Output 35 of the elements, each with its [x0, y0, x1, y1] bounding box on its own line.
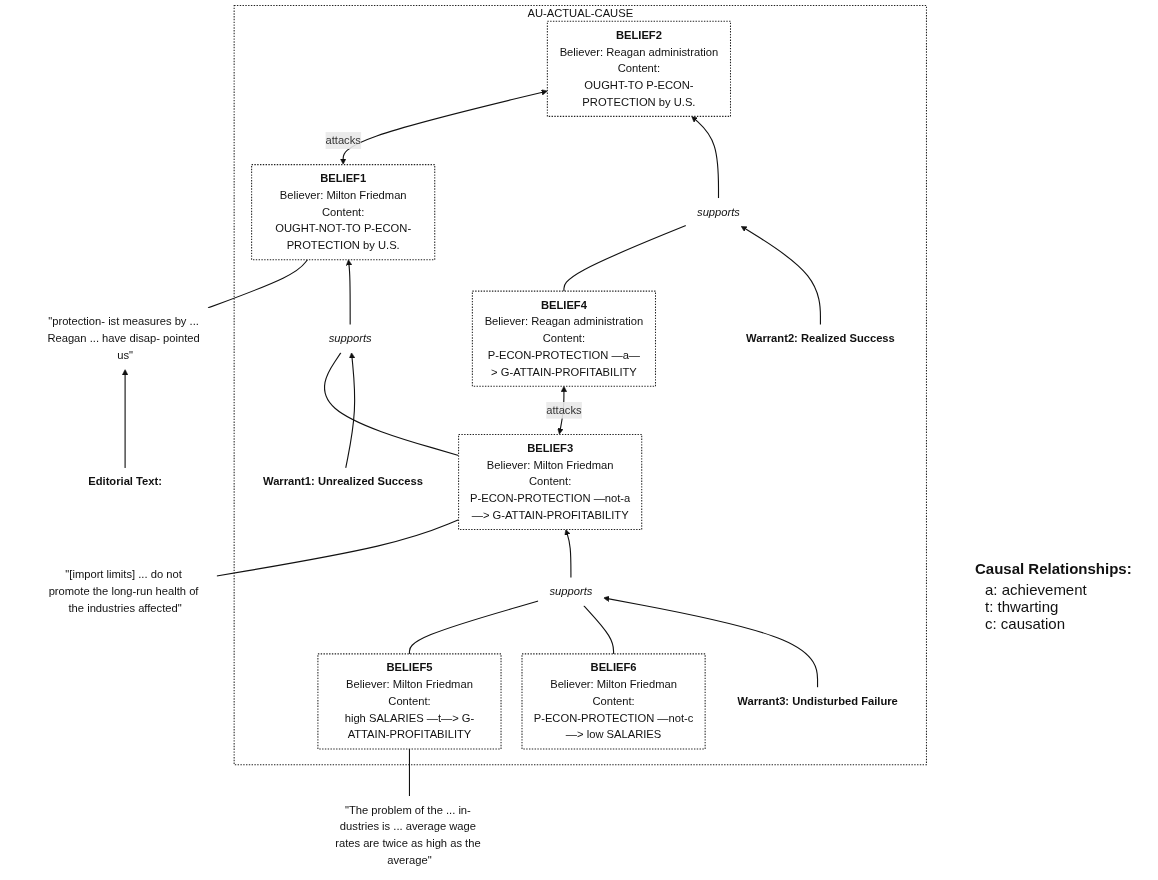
node-text: Warrant2: Realized Success [746, 332, 895, 345]
arrow [740, 225, 821, 326]
arrow [691, 116, 720, 199]
connector [583, 605, 615, 655]
node-box: BELIEF6 Believer: Milton Friedman Content: P-ECON-PROTECTION —not-c—> low SALARIES [521, 653, 706, 750]
node-text: supports [328, 332, 372, 345]
connector [207, 259, 308, 309]
arrow [122, 369, 129, 469]
node-box: BELIEF1 Believer: Milton Friedman Content: OUGHT-NOT-TO P-ECON-PROTECTION by U.S. [251, 164, 436, 261]
node-box: BELIEF2 Believer: Reagan administration Content: OUGHT-TO P-ECON-PROTECTION by U.S. [546, 20, 731, 117]
arrow [346, 259, 353, 326]
legend-entry: t: thwarting [985, 598, 1060, 615]
arrow [603, 595, 819, 688]
edge-label: attacks [546, 404, 582, 416]
legend-entry: c: causation [985, 615, 1067, 632]
node-text: "protection- ist measures by ... Reagan ... have disap- pointed us" [47, 315, 200, 362]
connector [408, 600, 539, 655]
node-text: Editorial Text: [88, 475, 162, 488]
node-text: "The problem of the ... in- dustries is ... average wage rates are twice as high as the average" [335, 803, 481, 867]
legend-entry: a: achievement [985, 581, 1088, 598]
edge-label: attacks [325, 134, 361, 147]
node-text: Warrant1: Unrealized Success [263, 475, 423, 488]
node-box: BELIEF5 Believer: Milton Friedman Content: high SALARIES —t—> G-ATTAIN-PROFITABILITY [317, 653, 502, 750]
node-text: "[import limits] ... do not promote the long-run health of the industries affected" [48, 568, 199, 615]
connector [563, 224, 687, 292]
arrow [345, 352, 356, 469]
node-box: BELIEF3 Believer: Milton Friedman Content: P-ECON-PROTECTION —not-a—> G-ATTAIN-PROFITABILITY [458, 433, 643, 530]
connector [408, 748, 411, 797]
legend-heading: Causal Relationships: [975, 560, 1133, 577]
node-text: supports [697, 205, 740, 218]
node-text: Warrant3: Undisturbed Failure [737, 695, 898, 708]
arrow [564, 529, 572, 579]
arrow [340, 89, 548, 165]
node-text: supports [549, 585, 593, 598]
node-box: BELIEF4 Believer: Reagan administration Content: P-ECON-PROTECTION —a—> G-ATTAIN-PROFITABILITY [471, 290, 657, 387]
